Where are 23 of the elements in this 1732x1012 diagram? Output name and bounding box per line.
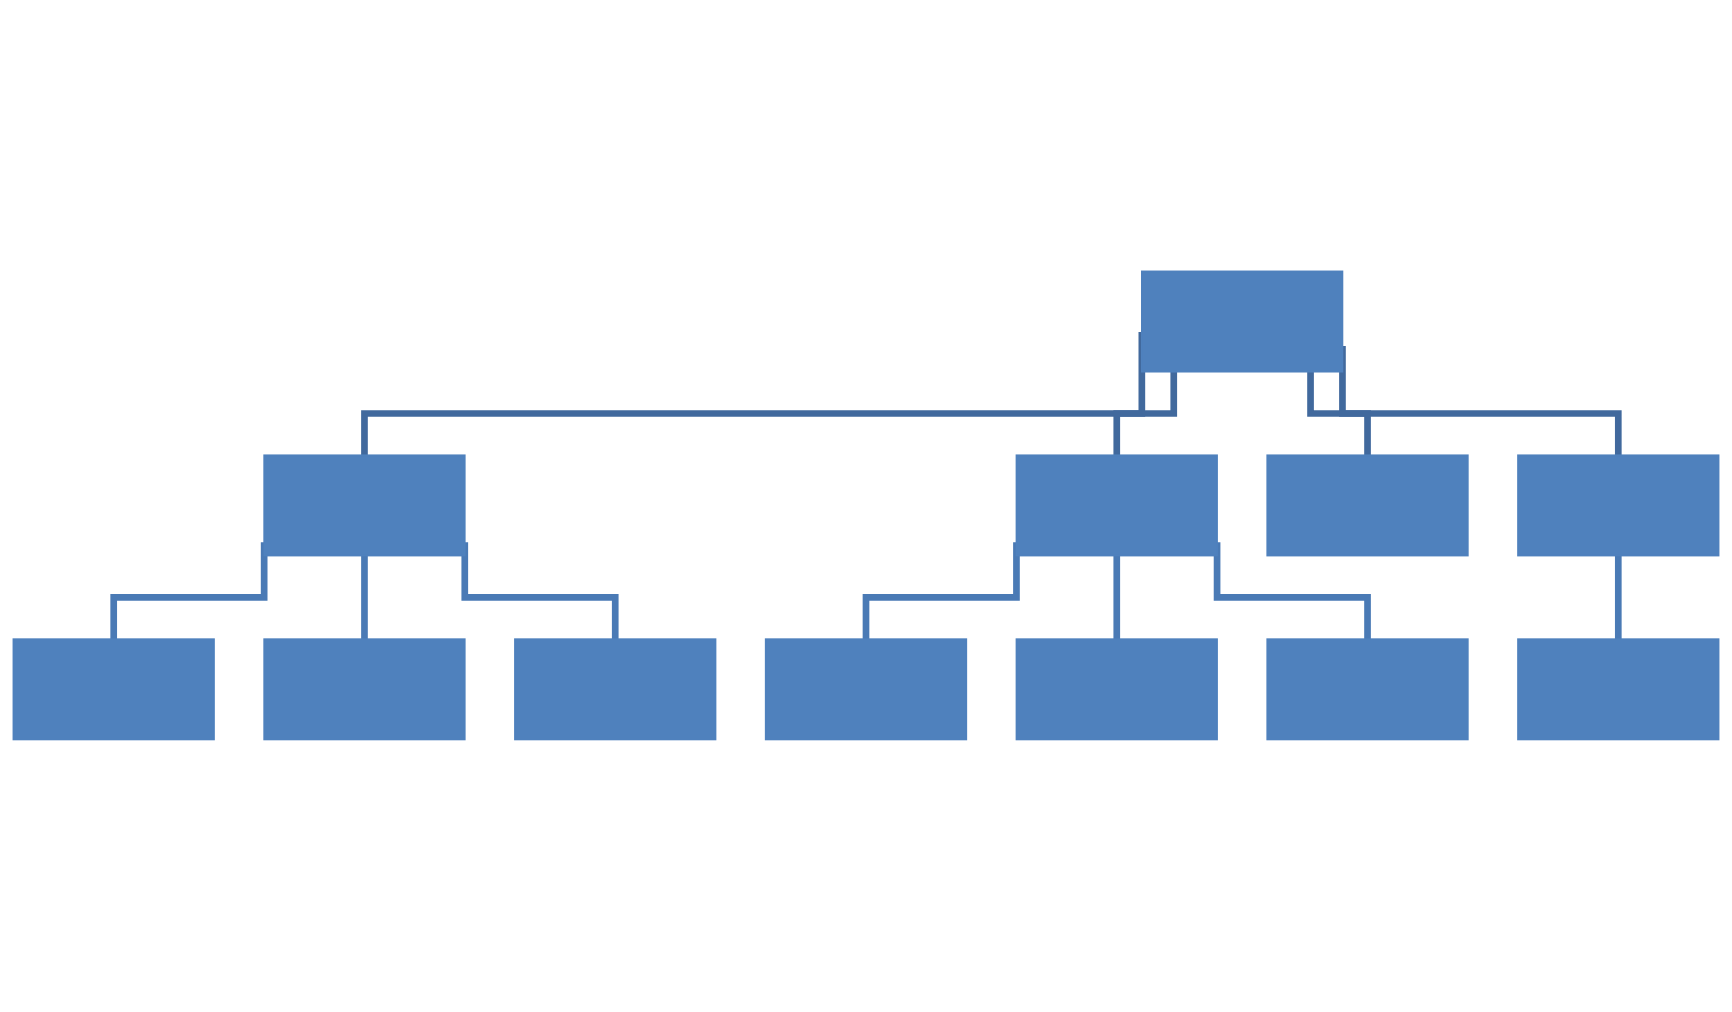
connector bbox=[1307, 372, 1371, 460]
connector bbox=[1339, 346, 1622, 460]
node-box bbox=[1266, 638, 1469, 741]
node-box bbox=[263, 638, 466, 741]
node-box bbox=[263, 455, 466, 557]
node-box bbox=[1015, 638, 1218, 741]
connector bbox=[110, 542, 268, 644]
node-box bbox=[514, 638, 717, 741]
node-box bbox=[1015, 455, 1218, 557]
connector bbox=[461, 542, 619, 644]
connector bbox=[862, 542, 1020, 644]
node-box bbox=[1266, 455, 1469, 557]
node-box bbox=[1141, 271, 1344, 374]
connector bbox=[1113, 372, 1178, 460]
node-box bbox=[1517, 638, 1720, 741]
node-box bbox=[12, 638, 215, 741]
connector bbox=[1213, 542, 1371, 644]
connector bbox=[1614, 556, 1622, 644]
connector bbox=[1113, 556, 1121, 644]
node-box bbox=[764, 638, 968, 741]
connector bbox=[361, 332, 1146, 460]
node-box bbox=[1517, 455, 1720, 557]
connector bbox=[361, 556, 368, 644]
